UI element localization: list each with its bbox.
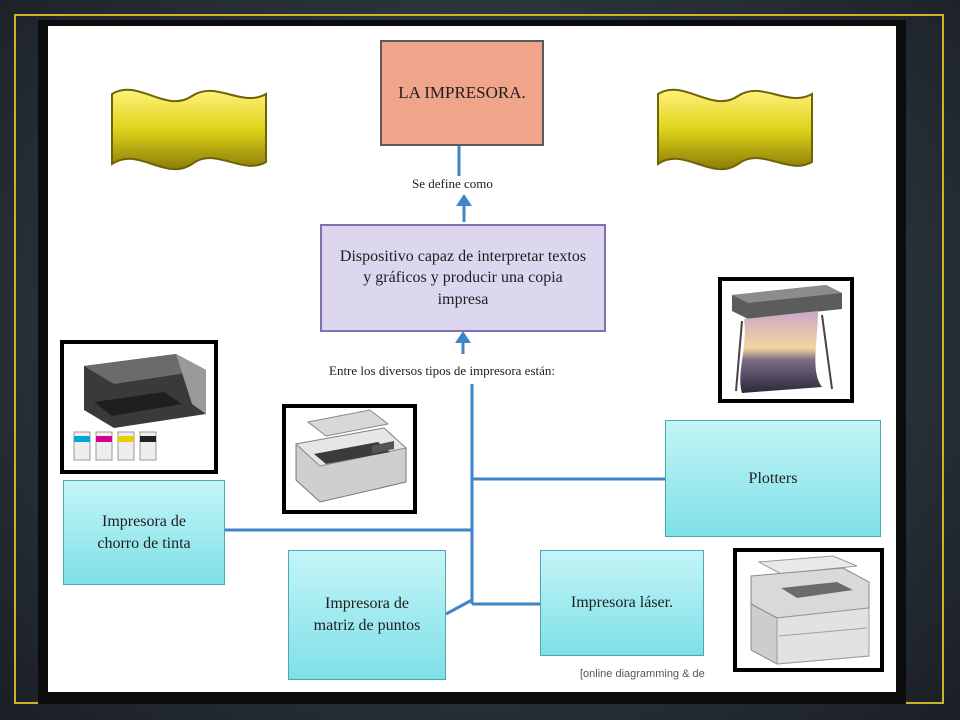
definition-box: Dispositivo capaz de interpretar textos … bbox=[320, 224, 606, 332]
plotter-box: Plotters bbox=[665, 420, 881, 537]
dot-matrix-printer-label: Impresora de matriz de puntos bbox=[313, 595, 421, 634]
inkjet-printer-label: Impresora de chorro de tinta bbox=[97, 512, 191, 552]
define-link-label: Se define como bbox=[412, 176, 493, 191]
laser-printer-label: Impresora láser. bbox=[570, 594, 674, 612]
left-wave-banner bbox=[111, 88, 267, 171]
plotter-image bbox=[718, 277, 854, 403]
title-box: LA IMPRESORA. bbox=[380, 40, 544, 146]
inkjet-printer-box: Impresora de chorro de tinta bbox=[63, 480, 225, 585]
dot-matrix-printer-image bbox=[282, 404, 417, 514]
title-text: LA IMPRESORA. bbox=[398, 82, 526, 102]
definition-text: Dispositivo capaz de interpretar textos … bbox=[339, 247, 587, 308]
plotter-label: Plotters bbox=[748, 469, 798, 487]
inkjet-printer-image bbox=[60, 340, 218, 474]
dot-matrix-printer-box: Impresora de matriz de puntos bbox=[288, 550, 446, 680]
footer-watermark: [online diagramming & de bbox=[580, 668, 705, 680]
right-wave-banner bbox=[657, 88, 813, 171]
laser-printer-image bbox=[733, 548, 884, 672]
types-link-label: Entre los diversos tipos de impresora es… bbox=[329, 363, 556, 378]
laser-printer-box: Impresora láser. bbox=[540, 550, 704, 656]
